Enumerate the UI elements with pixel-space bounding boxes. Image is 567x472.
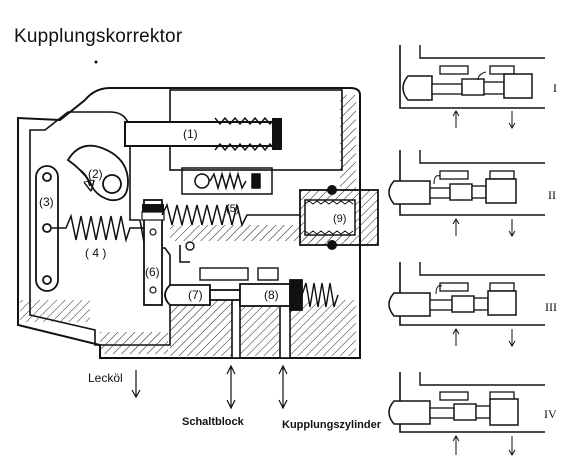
label-2: (2): [88, 167, 103, 181]
spring-4: [52, 213, 146, 243]
clutch-cylinder-label: Kupplungszylinder: [282, 419, 382, 431]
switch-block-arrow: [226, 364, 236, 410]
cam-2: [66, 144, 129, 202]
flow-arrows: [131, 364, 288, 410]
label-6: (6): [145, 265, 160, 279]
check-valve: [181, 167, 273, 195]
label-4: ( 4 ): [85, 246, 106, 260]
lever-6: [141, 199, 165, 306]
label-8: (8): [264, 288, 279, 302]
part-labels: (1) (2) (3) ( 4 ) (5) (6) (7) (8) (9): [39, 127, 346, 302]
stage-3-diagram: [388, 262, 545, 347]
leak-oil-label: Lecköl: [88, 371, 123, 385]
stage-label-3: III: [545, 300, 557, 314]
adjuster-9: [299, 185, 379, 250]
switch-block-label: Schaltblock: [182, 416, 245, 428]
piston-1: [124, 116, 282, 152]
label-1: (1): [183, 127, 198, 141]
stage-4-diagram: [388, 372, 545, 456]
stage-label-2: II: [548, 188, 556, 202]
spring-5: [161, 202, 300, 228]
title-dot: [94, 60, 98, 64]
diagram-title: Kupplungskorrektor: [14, 26, 183, 47]
clutch-cylinder-arrow: [278, 364, 288, 410]
label-7: (7): [188, 288, 203, 302]
stage-1-diagram: [399, 45, 545, 129]
stage-labels: I II III IV: [544, 81, 557, 421]
stage-label-4: IV: [544, 407, 557, 421]
small-lever: [179, 245, 190, 263]
label-3: (3): [39, 195, 54, 209]
stage-2-diagram: [388, 150, 545, 237]
leak-oil-arrow: [131, 370, 141, 399]
stage-label-1: I: [553, 81, 557, 95]
valve-spool: [164, 267, 339, 311]
label-5: (5): [226, 203, 239, 215]
label-9: (9): [333, 213, 346, 225]
